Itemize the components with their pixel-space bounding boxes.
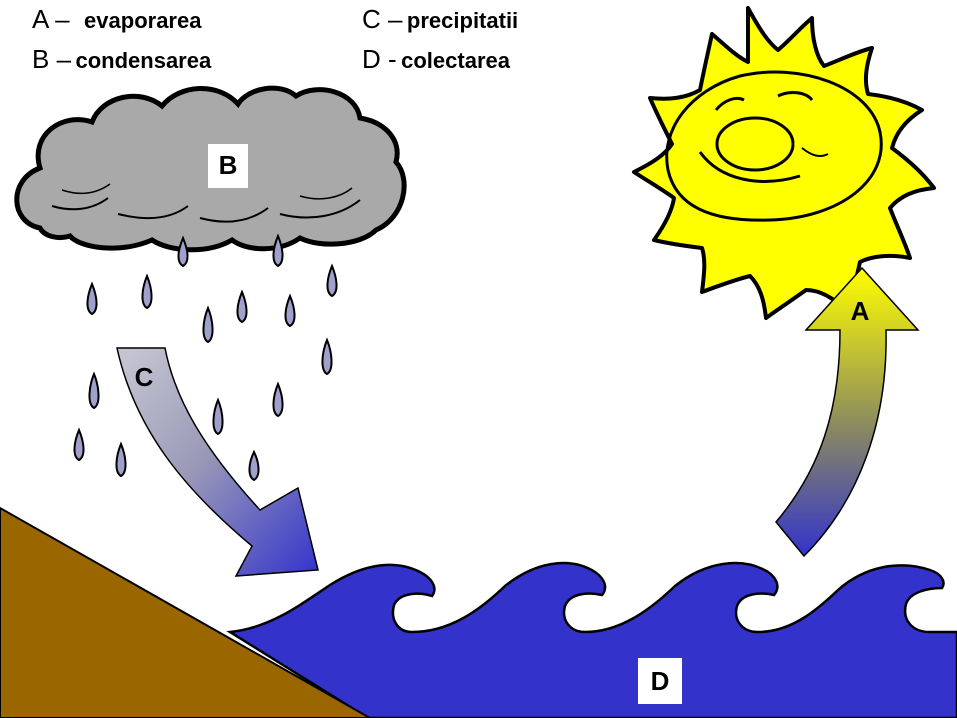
raindrop (212, 397, 224, 436)
raindrop (115, 441, 127, 478)
raindrop (73, 427, 85, 462)
label-cloud: B (218, 150, 238, 180)
legend-a-text: evaporarea (84, 8, 202, 33)
raindrop (88, 371, 100, 410)
raindrop (272, 233, 284, 268)
legend-b-key: B – (32, 44, 72, 74)
legend-d-text: colectarea (401, 48, 510, 73)
legend-d: D - colectarea (362, 44, 510, 75)
legend-b: B – condensarea (32, 44, 211, 75)
raindrops (73, 233, 338, 482)
raindrop (177, 235, 189, 268)
legend-c-key: C – (362, 4, 403, 34)
label-box-water (638, 658, 682, 704)
evaporation-arrow (775, 266, 920, 558)
raindrop (321, 337, 333, 376)
ground-slope (0, 506, 373, 718)
sun (632, 6, 936, 320)
label-rain-arrow: C (134, 362, 154, 392)
raindrop (202, 305, 214, 344)
legend-b-text: condensarea (75, 48, 212, 73)
raindrop (86, 281, 98, 316)
legend-d-key: D - (362, 44, 397, 74)
label-box-cloud (208, 144, 248, 188)
water-body (226, 561, 957, 718)
raindrop (141, 273, 153, 310)
raindrop (248, 449, 260, 482)
legend-a: A – evaporarea (32, 4, 201, 35)
raindrop (326, 263, 338, 298)
legend-c: C – precipitatii (362, 4, 518, 35)
raindrop (284, 293, 296, 328)
label-water: D (650, 666, 670, 696)
legend-c-text: precipitatii (406, 8, 519, 33)
label-evap-arrow: A (850, 296, 870, 326)
raindrop (272, 381, 284, 418)
legend-a-key: A – (32, 4, 70, 34)
raindrop (236, 289, 248, 324)
precipitation-arrow (116, 347, 319, 577)
